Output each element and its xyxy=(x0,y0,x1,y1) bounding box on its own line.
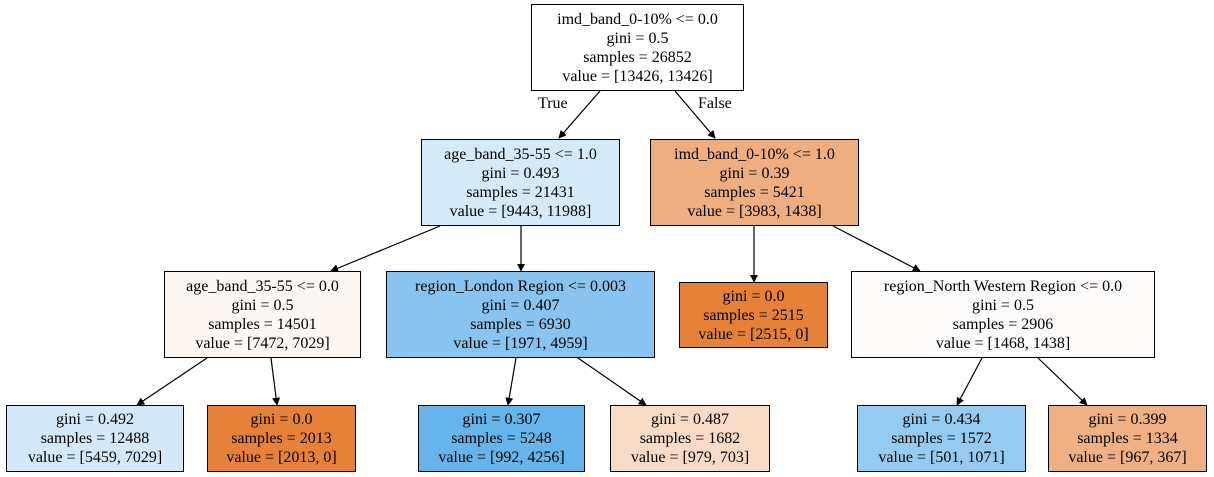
edge-label-true: True xyxy=(538,95,568,112)
node-text-line: region_London Region <= 0.003 xyxy=(415,277,626,295)
node-text-line: value = [992, 4256] xyxy=(438,449,565,466)
node-text-line: samples = 1682 xyxy=(639,430,741,447)
node-text-line: imd_band_0-10% <= 0.0 xyxy=(557,10,718,28)
node-text-line: value = [501, 1071] xyxy=(878,449,1005,466)
node-text-line: samples = 21431 xyxy=(466,183,575,201)
node-text-line: region_North Western Region <= 0.0 xyxy=(883,277,1123,295)
edge-label-false: False xyxy=(698,95,732,112)
node-text-line: value = [2013, 0] xyxy=(226,449,337,466)
node-text-line: age_band_35-55 <= 1.0 xyxy=(444,145,597,163)
node-text-line: value = [1971, 4959] xyxy=(453,334,588,352)
node-text-line: samples = 2906 xyxy=(952,315,1054,333)
edge-n6-n11 xyxy=(956,357,983,406)
node-text-line: samples = 12488 xyxy=(40,430,150,447)
node-text-line: gini = 0.5 xyxy=(972,296,1034,314)
node-text-line: gini = 0.307 xyxy=(462,411,541,428)
node-text-line: samples = 1334 xyxy=(1077,430,1178,447)
edge-n3-n8 xyxy=(270,357,281,406)
edge-n1-n3 xyxy=(330,225,441,272)
node-text-line: gini = 0.5 xyxy=(231,296,294,314)
node-text-line: gini = 0.407 xyxy=(481,296,560,314)
node-text-line: value = [2515, 0] xyxy=(698,325,809,343)
node-text-line: gini = 0.487 xyxy=(651,411,729,428)
edge-n0-n1 xyxy=(558,90,601,139)
edge-n6-n12 xyxy=(1037,357,1088,406)
node-text-line: gini = 0.434 xyxy=(902,411,981,428)
node-text-line: samples = 5248 xyxy=(451,430,552,447)
tree-node-n10: gini = 0.487 samples = 1682 value = [979, … xyxy=(610,405,770,472)
node-text-line: samples = 1572 xyxy=(891,430,992,447)
node-text-line: samples = 26852 xyxy=(583,48,692,66)
node-text-line: value = [13426, 13426] xyxy=(562,67,713,85)
edge-n2-n6 xyxy=(832,225,921,272)
node-text-line: imd_band_0-10% <= 1.0 xyxy=(674,145,835,163)
node-text-line: age_band_35-55 <= 0.0 xyxy=(186,277,339,295)
node-text-line: samples = 2013 xyxy=(231,430,332,447)
tree-node-n8: gini = 0.0 samples = 2013 value = [2013, 0… xyxy=(207,405,356,472)
node-text-line: samples = 14501 xyxy=(208,315,317,333)
tree-node-n11: gini = 0.434 samples = 1572 value = [501, … xyxy=(857,405,1026,472)
node-text-line: value = [1468, 1438] xyxy=(935,334,1071,352)
node-text-line: samples = 2515 xyxy=(703,306,804,324)
node-text-line: gini = 0.0 xyxy=(250,411,313,428)
tree-node-n7: gini = 0.492 samples = 12488 value = [5459… xyxy=(6,405,184,472)
node-text-line: value = [7472, 7029] xyxy=(195,334,330,352)
node-text-line: value = [967, 367] xyxy=(1068,449,1187,466)
edge-n3-n7 xyxy=(136,357,208,406)
tree-node-n12: gini = 0.399 samples = 1334 value = [967, … xyxy=(1048,405,1207,472)
node-text-line: value = [979, 703] xyxy=(630,449,750,466)
node-text-line: gini = 0.492 xyxy=(56,411,134,428)
node-text-line: gini = 0.39 xyxy=(719,164,790,182)
node-text-line: value = [3983, 1438] xyxy=(687,202,822,220)
node-text-line: gini = 0.5 xyxy=(606,29,669,47)
node-text-line: value = [5459, 7029] xyxy=(27,449,163,466)
node-text-line: gini = 0.399 xyxy=(1088,411,1167,428)
edge-n4-n9 xyxy=(505,357,517,406)
tree-node-n9: gini = 0.307 samples = 5248 value = [992, … xyxy=(418,405,585,472)
edge-n0-n2 xyxy=(674,90,716,139)
node-text-line: value = [9443, 11988] xyxy=(449,202,592,220)
edge-n4-n10 xyxy=(577,357,647,406)
node-text-line: gini = 0.493 xyxy=(481,164,560,182)
node-text-line: gini = 0.0 xyxy=(722,287,785,305)
node-text-line: samples = 6930 xyxy=(470,315,571,333)
node-text-line: samples = 5421 xyxy=(704,183,805,201)
